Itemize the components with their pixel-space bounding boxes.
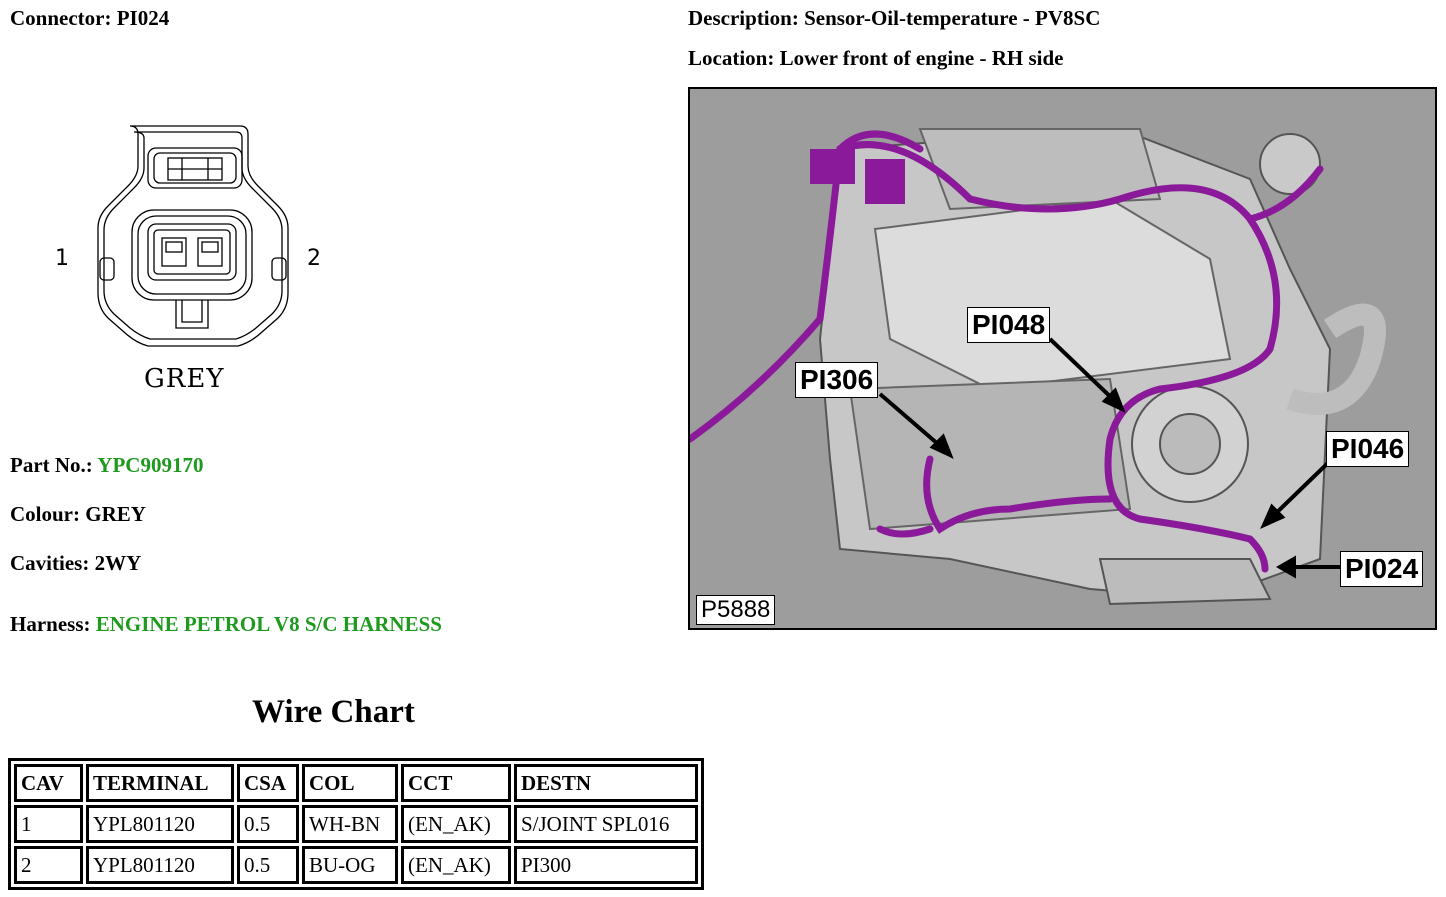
callout-pi306: PI306	[795, 362, 879, 398]
cell-col: BU-OG	[302, 846, 398, 884]
harness-line: Harness: ENGINE PETROL V8 S/C HARNESS	[10, 612, 442, 637]
engine-illustration-icon	[690, 89, 1435, 628]
cell-cav: 1	[14, 805, 83, 843]
wire-chart-table: CAV TERMINAL CSA COL CCT DESTN 1 YPL8011…	[8, 758, 704, 890]
cell-terminal: YPL801120	[86, 846, 234, 884]
header-cct: CCT	[401, 764, 511, 802]
header-col: COL	[302, 764, 398, 802]
header-destn: DESTN	[514, 764, 698, 802]
part-no-label: Part No.:	[10, 453, 93, 477]
cell-csa: 0.5	[237, 846, 299, 884]
cavities-value: 2WY	[94, 551, 142, 575]
location-value: Lower front of engine - RH side	[779, 46, 1064, 70]
cavities-line: Cavities: 2WY	[10, 551, 141, 576]
pin-2-label: 2	[307, 246, 321, 271]
callout-pi024: PI024	[1340, 551, 1424, 587]
location-label: Location:	[688, 46, 775, 70]
colour-line: Colour: GREY	[10, 502, 146, 527]
description-label: Description:	[688, 6, 799, 30]
cell-csa: 0.5	[237, 805, 299, 843]
cell-destn: PI300	[514, 846, 698, 884]
cell-destn: S/JOINT SPL016	[514, 805, 698, 843]
cell-cav: 2	[14, 846, 83, 884]
connector-color-label: GREY	[144, 364, 225, 394]
engine-location-image: PI048 PI306 PI046 PI024 P5888	[688, 87, 1437, 630]
harness-link[interactable]: ENGINE PETROL V8 S/C HARNESS	[95, 612, 442, 636]
connector-line: Connector: PI024	[10, 6, 169, 31]
cavities-label: Cavities:	[10, 551, 90, 575]
part-no-line: Part No.: YPC909170	[10, 453, 203, 478]
connector-value: PI024	[116, 6, 170, 30]
cell-cct: (EN_AK)	[401, 805, 511, 843]
description-value: Sensor-Oil-temperature - PV8SC	[804, 6, 1101, 30]
harness-label: Harness:	[10, 612, 91, 636]
cell-terminal: YPL801120	[86, 805, 234, 843]
pin-1-label: 1	[55, 246, 69, 271]
header-csa: CSA	[237, 764, 299, 802]
table-row: 2 YPL801120 0.5 BU-OG (EN_AK) PI300	[14, 846, 698, 884]
connector-label: Connector:	[10, 6, 112, 30]
description-line: Description: Sensor-Oil-temperature - PV…	[688, 6, 1100, 31]
connector-outline-icon	[97, 125, 289, 347]
wire-chart-title: Wire Chart	[252, 694, 415, 730]
connector-face-diagram: 1 2 GREY	[50, 118, 340, 408]
part-no-link[interactable]: YPC909170	[97, 453, 204, 477]
header-cav: CAV	[14, 764, 83, 802]
table-header-row: CAV TERMINAL CSA COL CCT DESTN	[14, 764, 698, 802]
callout-pi048: PI048	[967, 307, 1051, 343]
figure-id-label: P5888	[696, 595, 776, 625]
table-row: 1 YPL801120 0.5 WH-BN (EN_AK) S/JOINT SP…	[14, 805, 698, 843]
cell-col: WH-BN	[302, 805, 398, 843]
cell-cct: (EN_AK)	[401, 846, 511, 884]
callout-pi046: PI046	[1326, 431, 1410, 467]
location-line: Location: Lower front of engine - RH sid…	[688, 46, 1063, 71]
colour-value: GREY	[85, 502, 146, 526]
colour-label: Colour:	[10, 502, 80, 526]
header-terminal: TERMINAL	[86, 764, 234, 802]
